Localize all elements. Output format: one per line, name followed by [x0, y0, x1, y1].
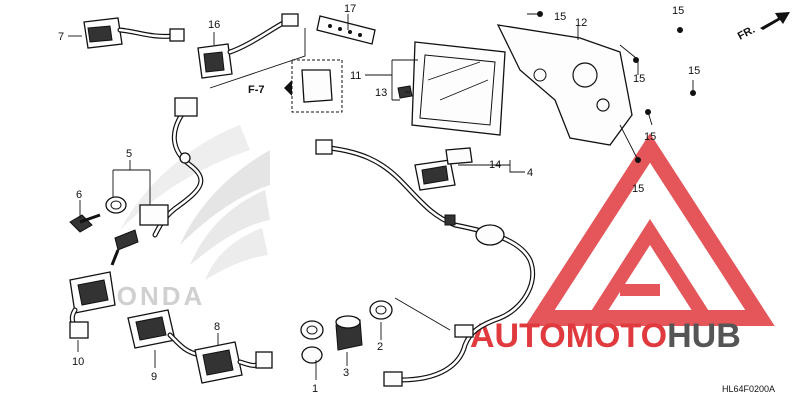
- callout-6: 6: [76, 189, 82, 201]
- callout-15-d: 15: [688, 65, 700, 77]
- callout-5: 5: [126, 148, 132, 160]
- callout-7: 7: [58, 31, 64, 43]
- part-2-cap: [369, 300, 393, 320]
- callout-14: 14: [489, 159, 501, 171]
- callout-leaders: [68, 14, 579, 380]
- svg-text:F-7: F-7: [248, 84, 265, 96]
- drawing-code: HL64F0200A: [722, 384, 775, 394]
- callout-12: 12: [575, 17, 587, 29]
- bolt-leaders: [527, 13, 694, 161]
- part-11-meter: [411, 41, 506, 136]
- automotohub-watermark: AUTOMOTOHUB: [470, 317, 741, 355]
- callout-4: 4: [527, 167, 533, 179]
- part-4-connector: [414, 147, 473, 191]
- automotohub-logo-mark: [525, 133, 775, 326]
- part-12-bracket: [496, 24, 633, 146]
- part-10-switch: [69, 271, 116, 339]
- callout-17: 17: [344, 3, 356, 15]
- front-direction-arrow: FR.: [736, 12, 790, 43]
- honda-wing-watermark: [120, 125, 270, 280]
- part-8-switch: [194, 341, 273, 384]
- callout-15-a: 15: [554, 11, 566, 23]
- callout-11: 11: [350, 70, 361, 82]
- svg-text:FR.: FR.: [736, 24, 757, 43]
- ignition-harness: [139, 97, 204, 238]
- callout-15-f: 15: [632, 183, 644, 195]
- part-7-switch: [83, 17, 185, 49]
- main-harness: [315, 139, 536, 387]
- part-17-bar: [316, 15, 376, 45]
- callout-9: 9: [151, 371, 157, 383]
- callout-1: 1: [312, 383, 318, 395]
- part-6-key: [69, 213, 139, 266]
- callout-4-leader: [458, 160, 525, 173]
- part-2-leader: [394, 297, 451, 331]
- part-9-switch: [127, 309, 203, 358]
- part-16-switch: [197, 13, 299, 79]
- callout-15-e: 15: [644, 131, 656, 143]
- callout-13: 13: [375, 87, 387, 99]
- callout-8: 8: [214, 321, 220, 333]
- callout-10: 10: [72, 356, 84, 368]
- callout-15-c: 15: [633, 73, 645, 85]
- callout-16: 16: [208, 19, 220, 31]
- group-bracket-line: [209, 28, 306, 89]
- callout-3: 3: [343, 367, 349, 379]
- part-5-ring: [105, 196, 127, 214]
- callout-15-b: 15: [672, 5, 684, 17]
- reference-f7-box: F-7: [248, 59, 343, 113]
- callout-11-leader: [365, 59, 418, 101]
- callout-2: 2: [377, 341, 383, 353]
- part-1-grommet: [300, 320, 324, 364]
- part-3-socket: [335, 315, 363, 351]
- callout-5-leader: [112, 160, 151, 205]
